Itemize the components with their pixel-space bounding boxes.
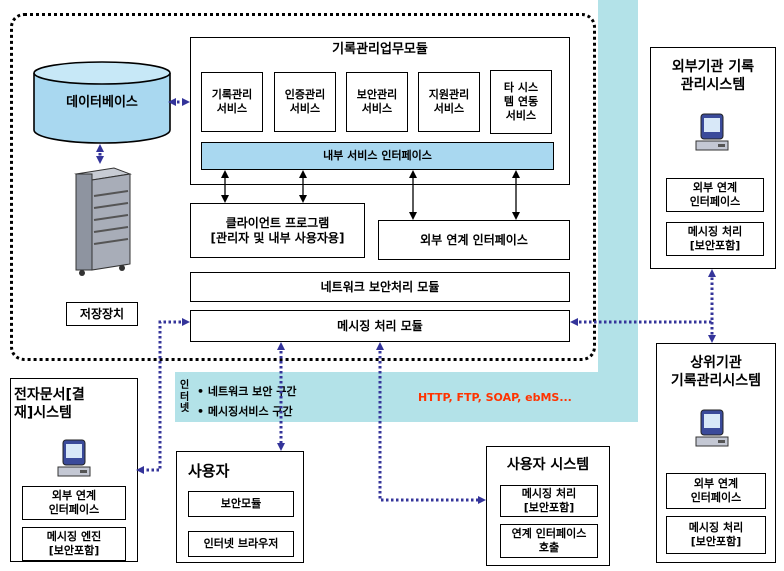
core-boundary: [10, 13, 596, 361]
service-security: 보안관리 서비스: [346, 72, 408, 132]
service-integration: 타 시스 템 연동 서비스: [490, 70, 552, 134]
ext-agency-interface: 외부 연계 인터페이스: [666, 178, 764, 212]
upper-agency-title: 상위기관 기록관리시스템: [670, 355, 762, 390]
internal-interface: 내부 서비스 인터페이스: [201, 142, 554, 170]
edoc-interface: 외부 연계 인터페이스: [22, 486, 126, 520]
upper-agency-system: [656, 343, 776, 563]
ext-agency-messaging: 메시징 처리 [보안포함]: [666, 222, 764, 256]
user-system-messaging: 메시징 처리 [보안포함]: [500, 485, 598, 517]
messaging-module: 메시징 처리 모듈: [190, 310, 570, 342]
user-box: [176, 451, 304, 563]
external-interface: 외부 연계 인터페이스: [378, 220, 570, 260]
storage-label: 저장장치: [66, 302, 138, 326]
user-system-call: 연계 인터페이스 호출: [500, 524, 598, 558]
service-records: 기록관리 서비스: [201, 72, 263, 132]
network-zone-label: • 네트워크 보안 구간: [197, 385, 297, 398]
service-auth: 인증관리 서비스: [274, 72, 336, 132]
user-system-title: 사용자 시스템: [506, 457, 590, 473]
connector-messaging-edoc: [136, 318, 190, 474]
connector-messaging-user-system: [376, 342, 486, 504]
user-system: [486, 446, 610, 566]
ext-agency-system: [650, 47, 776, 269]
edoc-messaging: 메시징 엔진 [보안포함]: [22, 527, 126, 561]
edoc-title: 전자문서[결 재]시스템: [14, 387, 85, 422]
upper-agency-messaging: 메시징 처리 [보안포함]: [666, 516, 766, 554]
user-security-module: 보안모듈: [188, 491, 294, 517]
computer-icon: [57, 439, 91, 477]
computer-icon: [695, 113, 729, 151]
computer-icon: [695, 409, 729, 447]
network-security-module: 네트워크 보안처리 모듈: [190, 272, 570, 302]
server-icon: [74, 167, 132, 276]
user-browser: 인터넷 브라우저: [188, 531, 294, 557]
ext-agency-title: 외부기관 기록 관리시스템: [671, 59, 755, 94]
database-icon: [33, 61, 171, 144]
module-title: 기록관리업무모듈: [332, 42, 428, 57]
user-title: 사용자: [188, 462, 230, 480]
upper-agency-interface: 외부 연계 인터페이스: [666, 473, 766, 509]
service-support: 지원관리 서비스: [418, 72, 480, 132]
connector-messaging-agencies: [570, 269, 716, 326]
database-label: 데이터베이스: [66, 95, 138, 110]
client-program: 클라이언트 프로그램 [관리자 및 내부 사용자용]: [190, 203, 365, 258]
